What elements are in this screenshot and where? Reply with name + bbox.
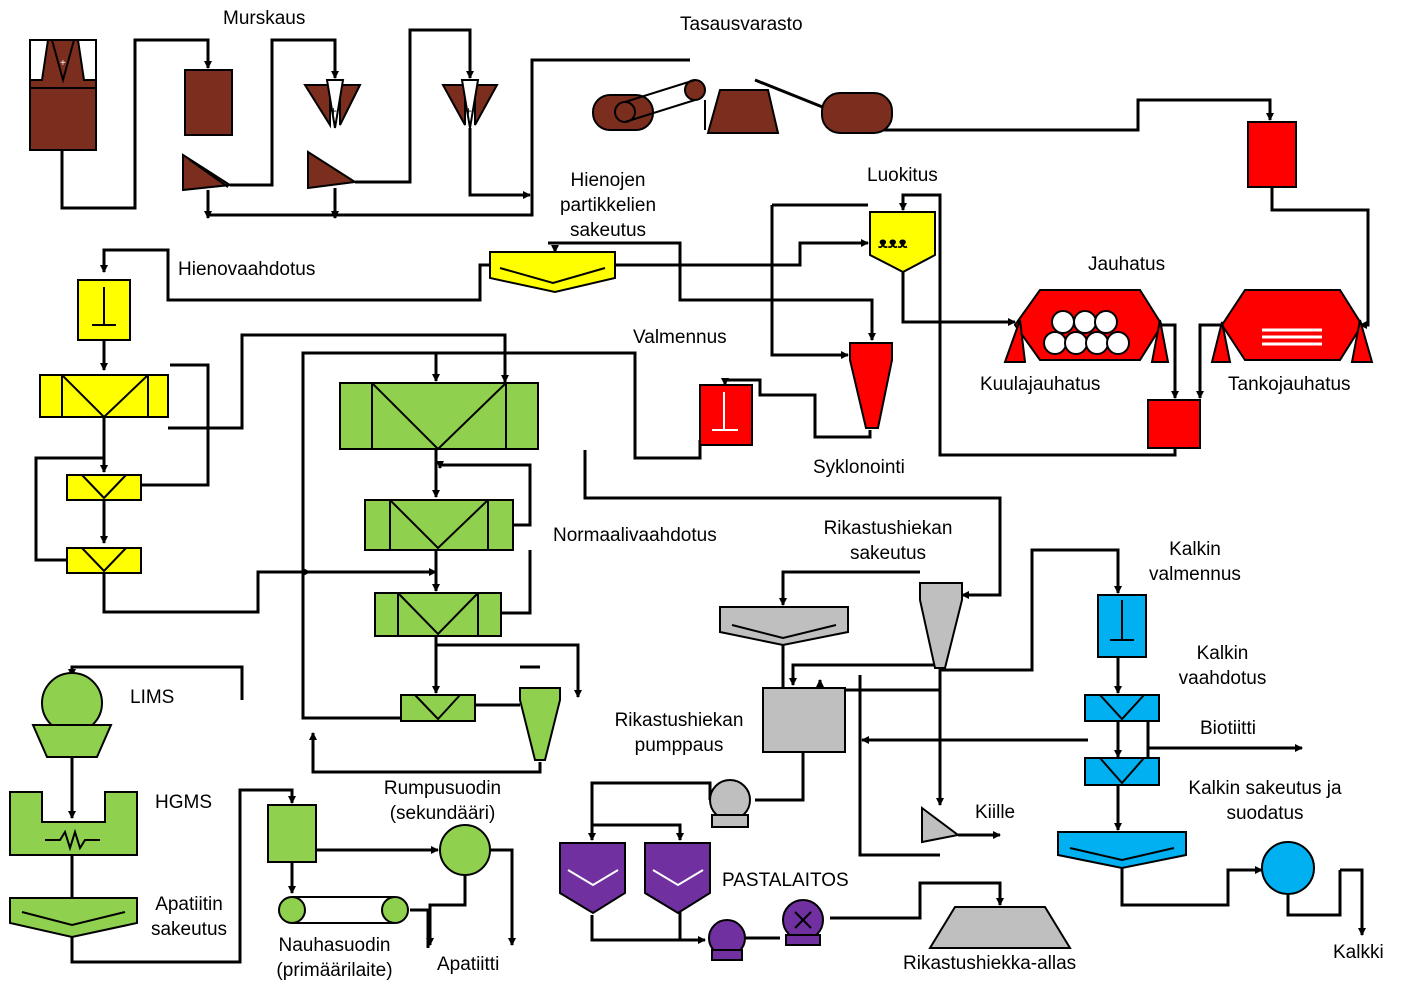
fine-flotation-cells-1 (39, 374, 169, 419)
tailings-pond (928, 906, 1072, 949)
tailings-thickener (719, 606, 849, 647)
svg-text:+: + (465, 104, 472, 118)
label-hienojen-partikkelien-sakeutus: Hienojen partikkelien sakeutus (548, 168, 668, 243)
calcite-flotation-1 (1084, 694, 1160, 722)
paste-thickener-1 (559, 842, 626, 915)
label-line: suodatus (1226, 803, 1304, 824)
label-line: Kalkin (1169, 539, 1221, 560)
feeder (754, 78, 893, 134)
mill-feed-bin (1247, 121, 1297, 188)
label-normaalivaahdotus: Normaalivaahdotus (553, 525, 717, 546)
cone-crusher-1: + (303, 79, 362, 129)
belt-filter (278, 896, 409, 924)
paste-pump-2 (782, 899, 824, 946)
conditioner (699, 384, 753, 446)
label-line: valmennus (1149, 564, 1241, 585)
lims-separator (31, 672, 113, 758)
cone-crusher-2: + (441, 79, 499, 129)
label-line: Kalkin sakeutus ja (1188, 778, 1342, 799)
label-apatiitin-sakeutus: Apatiitin sakeutus (140, 892, 238, 942)
label-pastalaitos: PASTALAITOS (722, 870, 849, 891)
label-line: sakeutus (569, 220, 647, 241)
calcite-flotation-2 (1084, 757, 1160, 786)
label-luokitus: Luokitus (867, 165, 938, 186)
paste-pump-1 (708, 919, 746, 961)
hgms-separator (9, 791, 138, 856)
label-line: (sekundääri) (389, 803, 496, 824)
label-tasausvarasto: Tasausvarasto (680, 14, 803, 35)
tailings-cyclone (919, 582, 963, 669)
label-line: Rikastushiekan (614, 710, 744, 731)
calcite-thickener (1057, 831, 1187, 870)
label-valmennus: Valmennus (633, 327, 727, 348)
ball-mill (1003, 289, 1170, 363)
label-line: vaahdotus (1178, 668, 1267, 689)
svg-text:ᴥᴥᴥ: ᴥᴥᴥ (878, 235, 908, 252)
svg-text:+: + (330, 104, 337, 118)
label-line: pumppaus (634, 735, 724, 756)
crushing-bin (184, 69, 233, 136)
label-line: (primäärilaite) (276, 960, 393, 981)
cleaner-flotation-3 (400, 694, 476, 722)
label-kalkin-vaahdotus: Kalkin vaahdotus (1170, 641, 1275, 691)
label-tankojauhatus: Tankojauhatus (1228, 374, 1351, 395)
label-biotiitti: Biotiitti (1200, 718, 1256, 739)
drum-filter (439, 824, 491, 876)
label-line: Hienojen (570, 170, 646, 191)
label-line: sakeutus (150, 919, 228, 940)
fines-thickener (489, 251, 616, 294)
flow-lines (34, 28, 1370, 964)
tailings-pump (709, 779, 751, 828)
label-murskaus: Murskaus (223, 8, 306, 29)
label-rikastushiekka-allas: Rikastushiekka-allas (903, 953, 1077, 974)
label-apatiitti: Apatiitti (437, 954, 500, 975)
label-hgms: HGMS (155, 792, 212, 813)
label-line: Nauhasuodin (278, 935, 391, 956)
green-cyclone (519, 687, 561, 761)
apatite-thickener (9, 897, 138, 939)
fine-flotation-cells-3 (66, 547, 142, 574)
cleaner-flotation-1 (364, 499, 514, 551)
svg-text:+: + (60, 58, 66, 69)
label-rikastushiekan-sakeutus: Rikastushiekan sakeutus (808, 516, 968, 566)
screen-1 (182, 153, 233, 192)
label-nauhasuodin: Nauhasuodin (primäärilaite) (262, 933, 407, 983)
fine-flotation-cells-2 (66, 474, 142, 501)
label-rikastushiekan-pumppaus: Rikastushiekan pumppaus (600, 708, 758, 758)
label-kiille: Kiille (975, 802, 1016, 823)
tailings-sump (762, 687, 846, 753)
mill-sump (1147, 399, 1201, 449)
conveyor (592, 79, 780, 134)
label-jauhatus: Jauhatus (1088, 254, 1166, 275)
label-kalkin-valmennus: Kalkin valmennus (1140, 537, 1250, 587)
label-line: Rikastushiekan (823, 518, 953, 539)
label-kalkki: Kalkki (1333, 942, 1384, 963)
label-line: Kalkin (1196, 643, 1249, 664)
calcite-conditioner (1097, 594, 1147, 658)
cleaner-flotation-2 (374, 592, 502, 637)
label-line: Apatiitin (155, 894, 223, 915)
label-line: partikkelien (559, 195, 657, 216)
label-kuulajauhatus: Kuulajauhatus (980, 374, 1101, 395)
fine-flotation-conditioner (77, 279, 131, 341)
calcite-filter (1261, 841, 1315, 895)
label-syklonointi: Syklonointi (813, 457, 905, 478)
rougher-flotation (339, 382, 539, 451)
label-rumpusuodin: Rumpusuodin (sekundääri) (370, 776, 515, 826)
primary-crusher: + (29, 39, 97, 151)
mica-screen (921, 806, 961, 844)
label-line: Rumpusuodin (383, 778, 502, 799)
hydrocyclone (849, 342, 893, 429)
belt-filter-tank (267, 804, 317, 863)
rod-mill (1210, 289, 1374, 363)
label-kalkin-sakeutus-ja-suodatus: Kalkin sakeutus ja suodatus (1170, 776, 1360, 826)
label-line: sakeutus (849, 543, 927, 564)
label-lims: LIMS (130, 687, 175, 708)
paste-thickener-2 (644, 842, 711, 915)
classifier: ᴥᴥᴥ (869, 211, 936, 274)
screen-2 (307, 150, 358, 190)
label-hienovaahdotus: Hienovaahdotus (178, 259, 316, 280)
